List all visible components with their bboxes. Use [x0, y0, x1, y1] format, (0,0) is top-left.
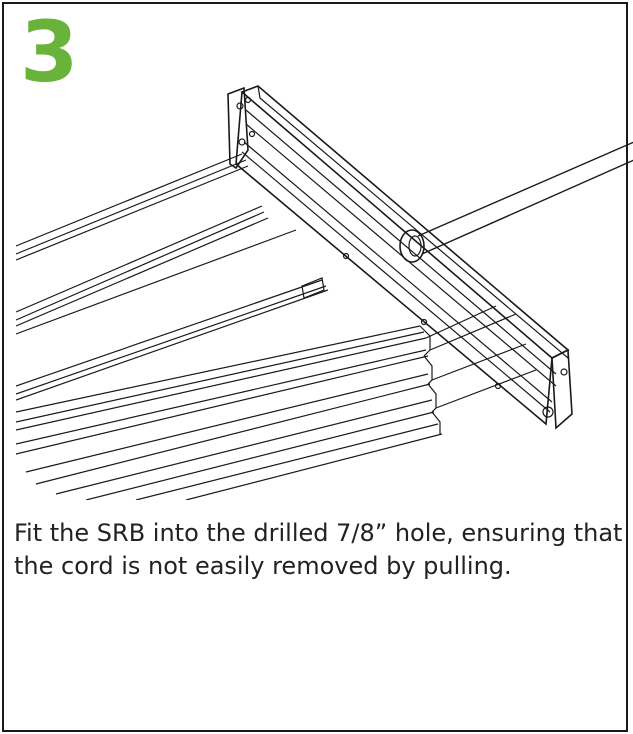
headrail-illustration [16, 85, 633, 500]
step-number: 3 [20, 3, 79, 101]
instruction-text: Fit the SRB into the drilled 7/8” hole, … [14, 519, 623, 580]
